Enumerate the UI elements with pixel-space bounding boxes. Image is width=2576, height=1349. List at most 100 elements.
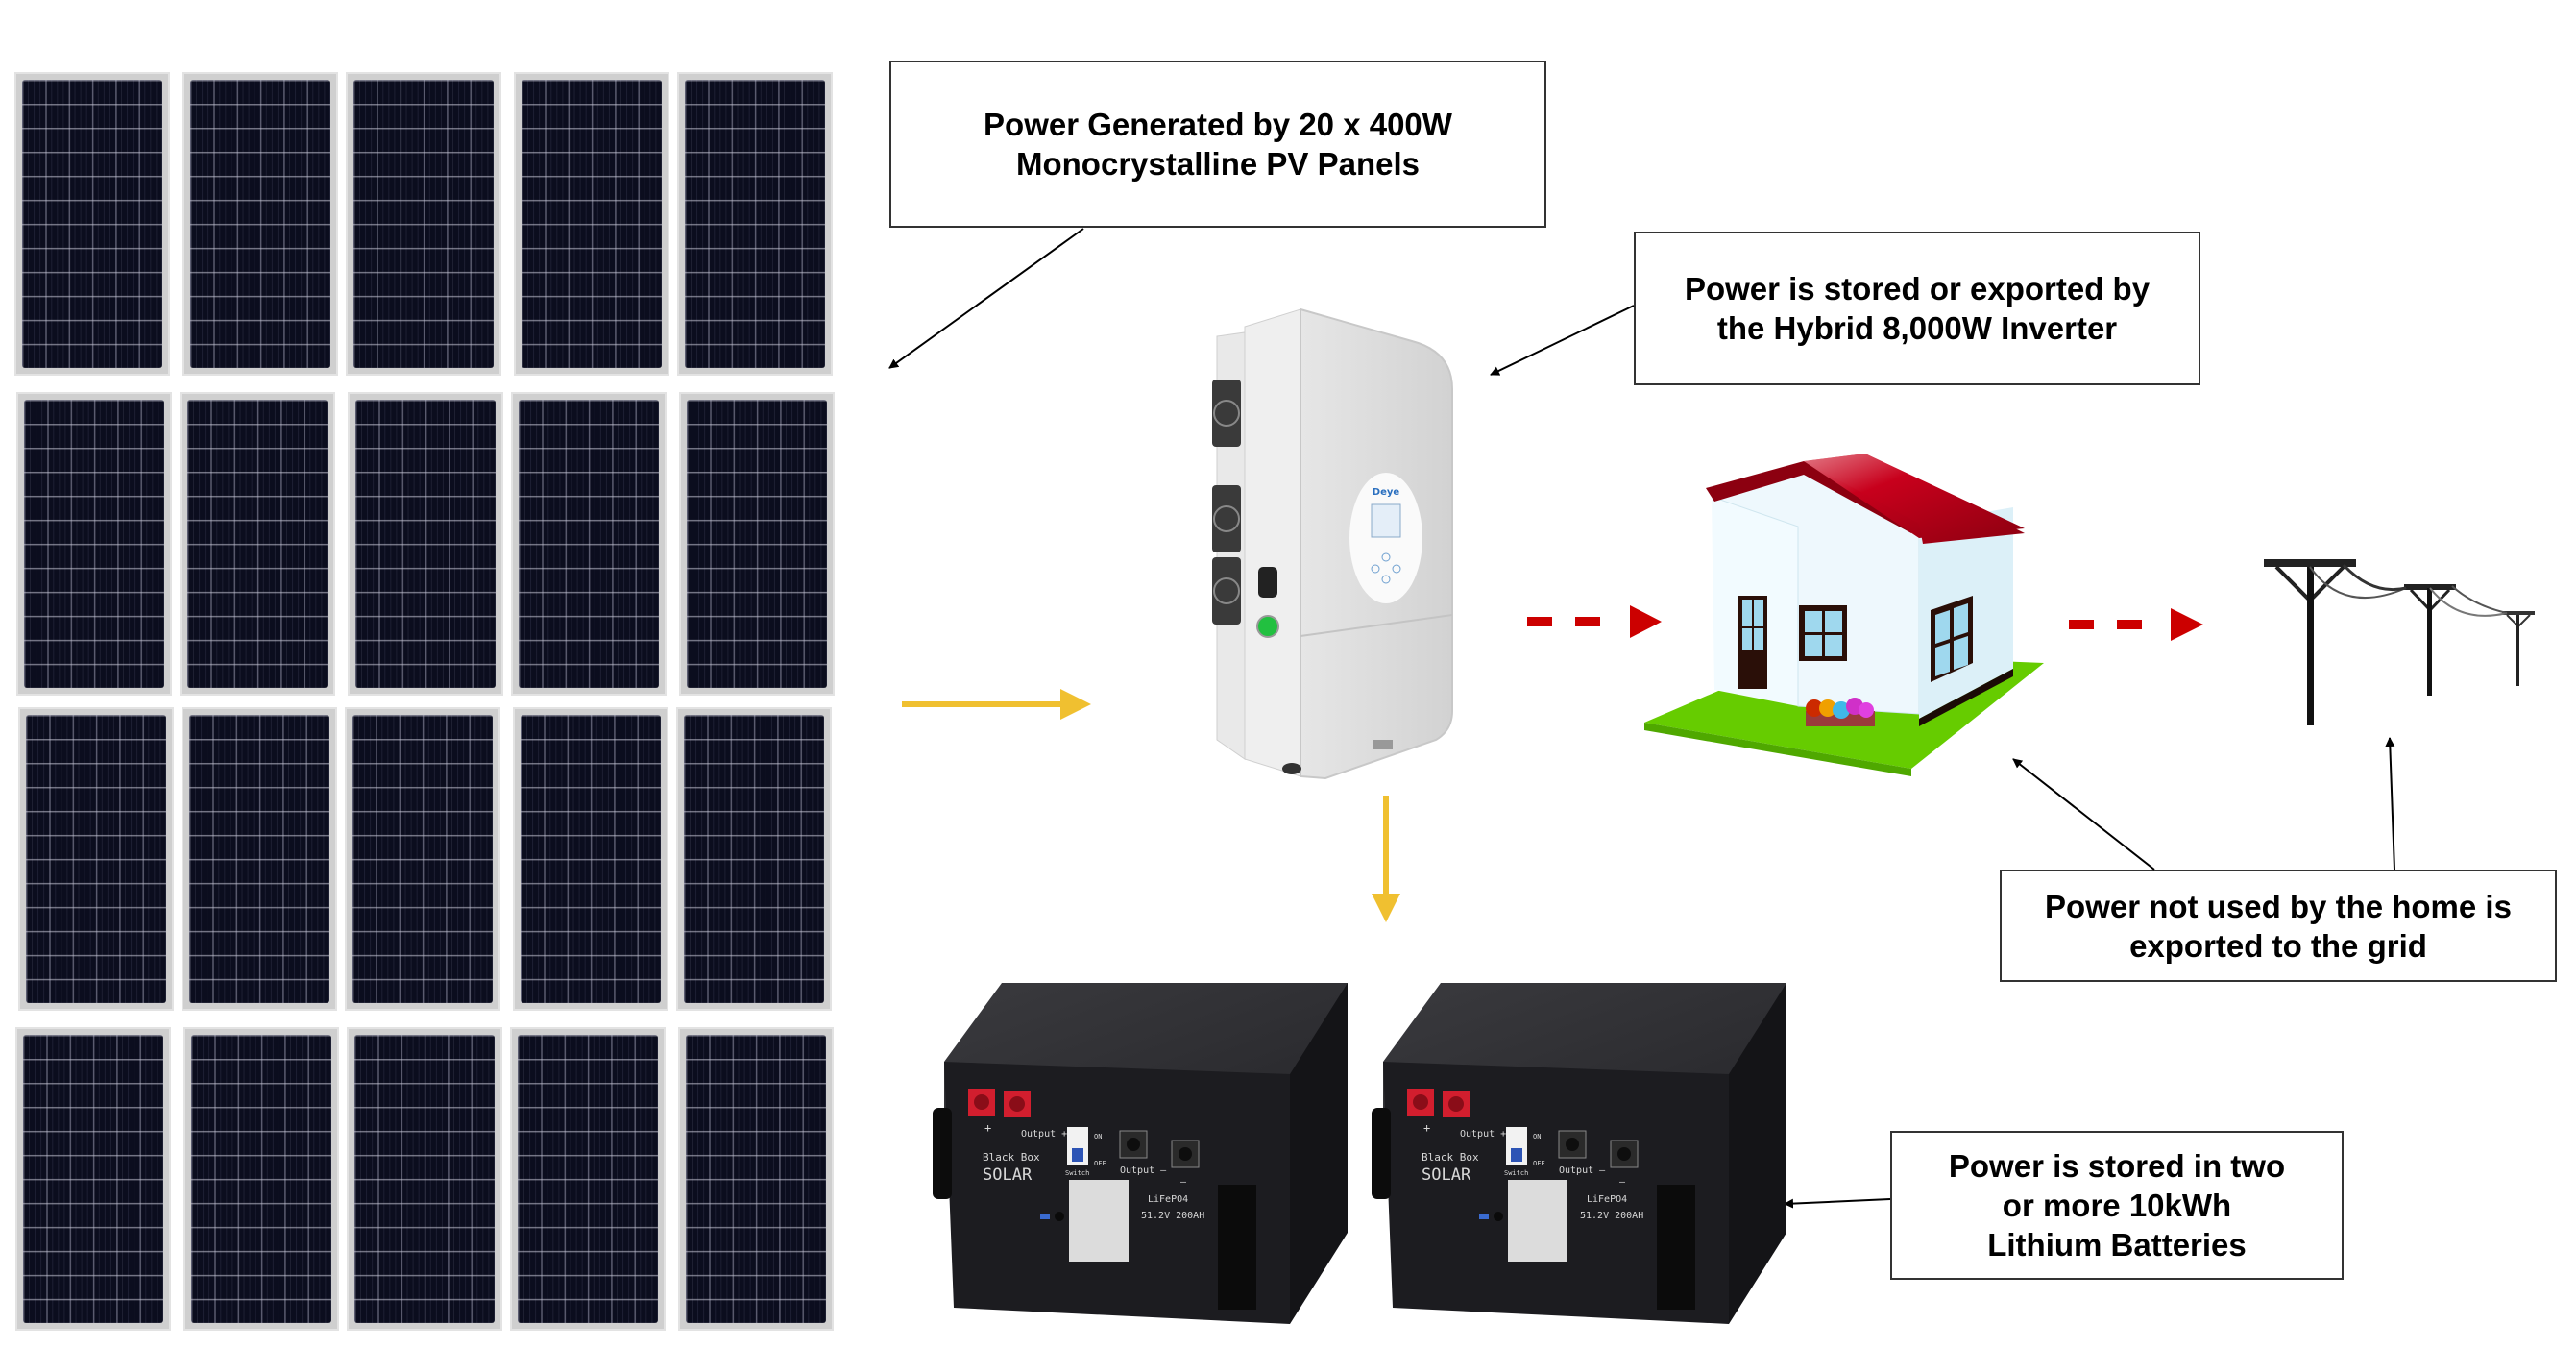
solar-cells [26,715,166,1003]
solar-cells [518,1035,658,1323]
callout-inverter-line2: the Hybrid 8,000W Inverter [1716,310,2118,346]
solar-panel [18,707,174,1011]
callout-inverter: Power is stored or exported by the Hybri… [1634,232,2200,385]
solar-cells [519,400,659,688]
solar-cells [355,400,496,688]
solar-panel-array [14,72,835,1331]
power-line [2342,563,2407,592]
callout-batteries: Power is stored in two or more 10kWh Lit… [1890,1131,2344,1280]
utility-pole [2502,611,2535,686]
callout-panels: Power Generated by 20 x 400W Monocrystal… [889,61,1546,228]
switch-label: Switch [1504,1169,1528,1177]
solar-panel [510,1027,666,1331]
solar-panel [182,72,338,376]
solar-cells [189,715,329,1003]
callout-batteries-line3: Lithium Batteries [1987,1227,2247,1263]
power-line [2451,585,2508,614]
fan-icon [1212,485,1241,552]
inverter-brand-label: Deye [1373,487,1400,498]
leader-line-panels [888,228,1084,369]
solar-cells [686,1035,826,1323]
flower-box [1806,698,1875,726]
battery-rating-label: 51.2V 200AH [1141,1211,1204,1221]
solar-panel [679,392,835,696]
solar-cells [684,715,824,1003]
switch-on-label: ON [1094,1133,1102,1141]
solar-cells [23,1035,163,1323]
solar-panel [16,392,172,696]
handle-icon [1657,1185,1695,1310]
handle-icon [933,1108,952,1199]
solar-panel [347,1027,502,1331]
port-icon [1055,1212,1064,1221]
callout-panels-line2: Monocrystalline PV Panels [1016,146,1420,182]
handle-icon [1218,1185,1256,1310]
terminal-positive-label: + [984,1121,991,1135]
solar-panel [678,1027,834,1331]
power-line [2309,566,2407,599]
solar-cells [22,80,162,368]
usb-port-icon [1040,1214,1050,1219]
utility-pole [2404,584,2456,696]
export-arrow-house-to-grid [2069,608,2203,641]
solar-panel [514,72,669,376]
solar-cells [521,715,661,1003]
power-line [2429,587,2508,617]
hybrid-inverter: Deye [1212,307,1453,780]
utility-poles-grid [2264,559,2535,725]
terminal-negative-label: — [1180,1177,1187,1188]
house-window [1799,605,1847,661]
output-positive-label: Output + [1021,1129,1067,1140]
flow-arrow-inverter-to-batteries [1372,796,1400,922]
battery-brand-line1: Black Box [983,1151,1040,1164]
solar-panel [345,707,500,1011]
solar-cells [191,1035,331,1323]
spec-sticker [1508,1180,1567,1262]
solar-panel [182,707,337,1011]
fan-icon [1212,380,1241,447]
fan-icon [1212,557,1241,625]
switch-off-label: OFF [1533,1160,1545,1167]
switch-label: Switch [1065,1169,1089,1177]
leader-line-grid [2385,737,2395,871]
battery-brand-line2: SOLAR [983,1165,1033,1185]
callout-grid-line1: Power not used by the home is [2045,888,2512,924]
leader-line-house [2012,758,2155,871]
solar-panel [511,392,667,696]
solar-panel [180,392,335,696]
spec-sticker [1069,1180,1129,1262]
solar-panel [346,72,501,376]
output-positive-label: Output + [1460,1129,1506,1140]
solar-panel [14,72,170,376]
solar-cells [187,400,328,688]
solar-cells [354,1035,495,1323]
solar-cells [687,400,827,688]
utility-pole [2264,559,2356,725]
handle-icon [1372,1108,1391,1199]
battery-brand-line1: Black Box [1422,1151,1479,1164]
output-negative-label: Output — [1559,1165,1606,1176]
solar-cells [353,80,494,368]
solar-cells [24,400,164,688]
export-arrow-inverter-to-house [1527,605,1662,638]
leader-line-inverter [1490,305,1635,376]
solar-cells [685,80,825,368]
solar-cells [522,80,662,368]
rotary-switch-icon [1258,567,1277,598]
terminal-negative-label: — [1619,1177,1626,1188]
battery-side [1290,983,1348,1324]
solar-panel [15,1027,171,1331]
callout-grid: Power not used by the home is exported t… [2000,870,2557,982]
leader-line-batteries [1784,1198,1891,1209]
switch-on-label: ON [1533,1133,1541,1141]
solar-cells [352,715,493,1003]
house-door [1738,596,1767,689]
solar-panel [183,1027,339,1331]
solar-cells [190,80,330,368]
house-window [1931,596,1973,682]
solar-panel [348,392,503,696]
usb-port-icon [1479,1214,1489,1219]
